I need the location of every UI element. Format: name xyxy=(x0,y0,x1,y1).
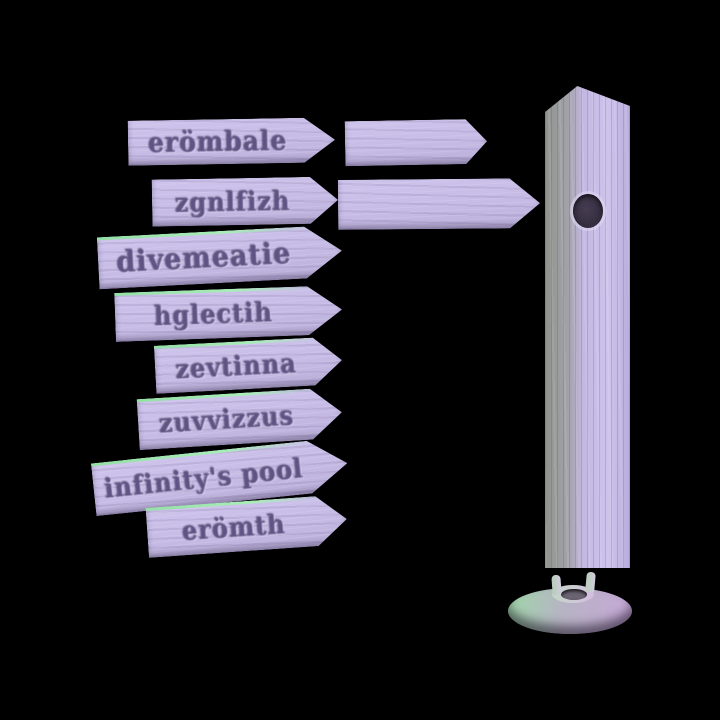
sign-label: infinity's pool xyxy=(103,452,305,505)
sign-label: divemeatie xyxy=(115,236,293,280)
stand-prong-left xyxy=(551,574,562,596)
sign-label: hglectih xyxy=(153,296,274,332)
signpost-post xyxy=(545,86,630,568)
sign-label: zgnlfizh xyxy=(174,185,291,219)
direction-sign-zuvvizzus: zuvvizzus xyxy=(137,387,344,450)
direction-sign-zgnlfizh: zgnlfizh xyxy=(152,176,339,226)
direction-sign-hglectih: hglectih xyxy=(114,285,343,342)
stand-base-socket xyxy=(561,589,587,600)
direction-sign-divemeatie: divemeatie xyxy=(97,225,343,290)
direction-sign-zevtinna: zevtinna xyxy=(154,336,343,394)
sign-label: zuvvizzus xyxy=(158,399,296,440)
peg-hole xyxy=(573,194,603,228)
direction-sign-erombale: erömbale xyxy=(128,117,336,166)
sign-label: erömbale xyxy=(148,124,288,159)
blank-sign xyxy=(345,119,488,166)
blank-sign xyxy=(338,178,540,230)
stand-prong-right xyxy=(585,571,596,593)
sign-label: zevtinna xyxy=(174,346,298,385)
sign-label: erömth xyxy=(181,507,287,547)
